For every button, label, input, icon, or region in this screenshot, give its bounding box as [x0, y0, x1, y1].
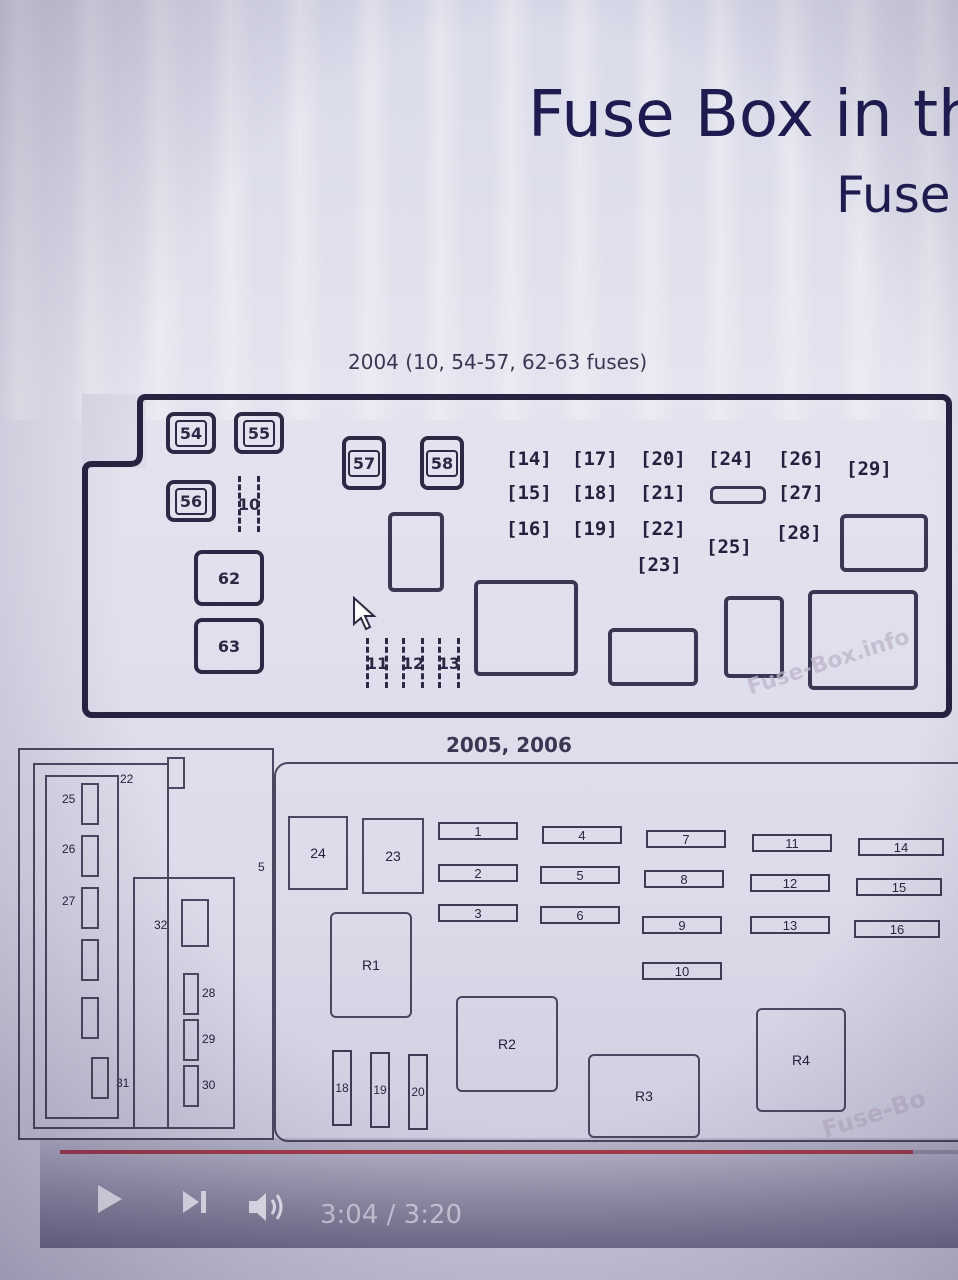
fuse-16: [16] [506, 518, 552, 540]
relay-r3: R3 [588, 1054, 700, 1138]
left-fuse-32: 32 [154, 918, 168, 932]
relay-r1: R1 [330, 912, 412, 1018]
fuse-23: [23] [636, 554, 682, 576]
fuse-slot-6: 6 [540, 906, 620, 924]
fuse-22: [22] [640, 518, 686, 540]
left-fuse-25: 25 [62, 792, 76, 806]
fuse-slot-13: 13 [750, 916, 830, 934]
page-title: Fuse Box in th [528, 78, 958, 152]
fuse-slot-4: 4 [542, 826, 622, 844]
fuse-26: [26] [778, 448, 824, 470]
fuse-slot-1: 1 [438, 822, 518, 840]
fuse-58: 58 [420, 436, 464, 490]
fuse-57-label: 57 [347, 449, 381, 477]
fuse-19-tall: 19 [370, 1052, 390, 1128]
fuse-20-tall: 20 [408, 1054, 428, 1130]
relay-slot-e [808, 590, 918, 690]
fuse-slot-3: 3 [438, 904, 518, 922]
fuse-11: 11 [366, 638, 388, 688]
left-fuse-27: 27 [62, 894, 76, 908]
relay-r2: R2 [456, 996, 558, 1092]
left-fuse-29: 29 [202, 1032, 216, 1046]
left-fuse-28: 28 [202, 986, 216, 1000]
fuse-63: 63 [194, 618, 264, 674]
fuse-13-label: 13 [437, 653, 461, 673]
fuse-11-label: 11 [365, 653, 389, 673]
fuse-13: 13 [438, 638, 460, 688]
relay-slot-c [608, 628, 698, 686]
fuse-55-label: 55 [242, 419, 276, 447]
fuse-slot-16: 16 [854, 920, 940, 938]
relay-slot-f [840, 514, 928, 572]
fuse-54: 54 [166, 412, 216, 454]
fuse-slot-8: 8 [644, 870, 724, 888]
fuse-slot-12: 12 [750, 874, 830, 892]
fuse-10: 10 [238, 476, 260, 532]
relay-slot-b [474, 580, 578, 676]
fuse-slot-5: 5 [540, 866, 620, 884]
relay-slot-a [388, 512, 444, 592]
fuse-slot-10: 10 [642, 962, 722, 980]
fuse-box-2004-outline [82, 394, 952, 718]
left-fuse-5: 5 [258, 860, 265, 874]
fuse-slot-11: 11 [752, 834, 832, 852]
fuse-55: 55 [234, 412, 284, 454]
fuse-slot-15: 15 [856, 878, 942, 896]
fuse-slot-blank [710, 486, 766, 504]
play-icon[interactable] [92, 1182, 126, 1216]
time-display: 3:04 / 3:20 [320, 1200, 463, 1230]
video-player-controls [40, 1138, 958, 1248]
fuse-14: [14] [506, 448, 552, 470]
fuse-slot-14: 14 [858, 838, 944, 856]
caption-2004: 2004 (10, 54-57, 62-63 fuses) [348, 350, 648, 374]
fuse-18: [18] [572, 482, 618, 504]
fuse-12-label: 12 [401, 653, 425, 673]
page-subtitle: Fuse [836, 166, 951, 224]
progress-fill [60, 1150, 913, 1154]
left-module-inner-lines [33, 757, 235, 1129]
left-fuse-22: 22 [120, 772, 134, 786]
fuse-slot-7: 7 [646, 830, 726, 848]
fuse-10-label: 10 [237, 494, 261, 514]
fuse-56-label: 56 [174, 487, 208, 515]
fuse-block-24: 24 [288, 816, 348, 890]
fuse-57: 57 [342, 436, 386, 490]
caption-2005-2006: 2005, 2006 [446, 733, 572, 757]
mouse-cursor-icon [353, 596, 377, 631]
fuse-block-23: 23 [362, 818, 424, 894]
fuse-20: [20] [640, 448, 686, 470]
relay-slot-d [724, 596, 784, 678]
notch-outline [82, 394, 152, 472]
fuse-62: 62 [194, 550, 264, 606]
fuse-29: [29] [846, 458, 892, 480]
fuse-56: 56 [166, 480, 216, 522]
fuse-28: [28] [776, 522, 822, 544]
fuse-27: [27] [778, 482, 824, 504]
next-icon[interactable] [180, 1188, 210, 1216]
fuse-24: [24] [708, 448, 754, 470]
left-fuse-31: 31 [116, 1076, 130, 1090]
relay-r4: R4 [756, 1008, 846, 1112]
fuse-12: 12 [402, 638, 424, 688]
fuse-slot-2: 2 [438, 864, 518, 882]
fuse-15: [15] [506, 482, 552, 504]
fuse-21: [21] [640, 482, 686, 504]
volume-icon[interactable] [246, 1190, 290, 1224]
fuse-58-label: 58 [425, 449, 459, 477]
left-fuse-26: 26 [62, 842, 76, 856]
left-fuse-30: 30 [202, 1078, 216, 1092]
fuse-18-tall: 18 [332, 1050, 352, 1126]
fuse-54-label: 54 [174, 419, 208, 447]
fuse-17: [17] [572, 448, 618, 470]
fuse-25: [25] [706, 536, 752, 558]
fuse-19: [19] [572, 518, 618, 540]
fuse-slot-9: 9 [642, 916, 722, 934]
fuse-box-2004-notch [82, 394, 146, 468]
